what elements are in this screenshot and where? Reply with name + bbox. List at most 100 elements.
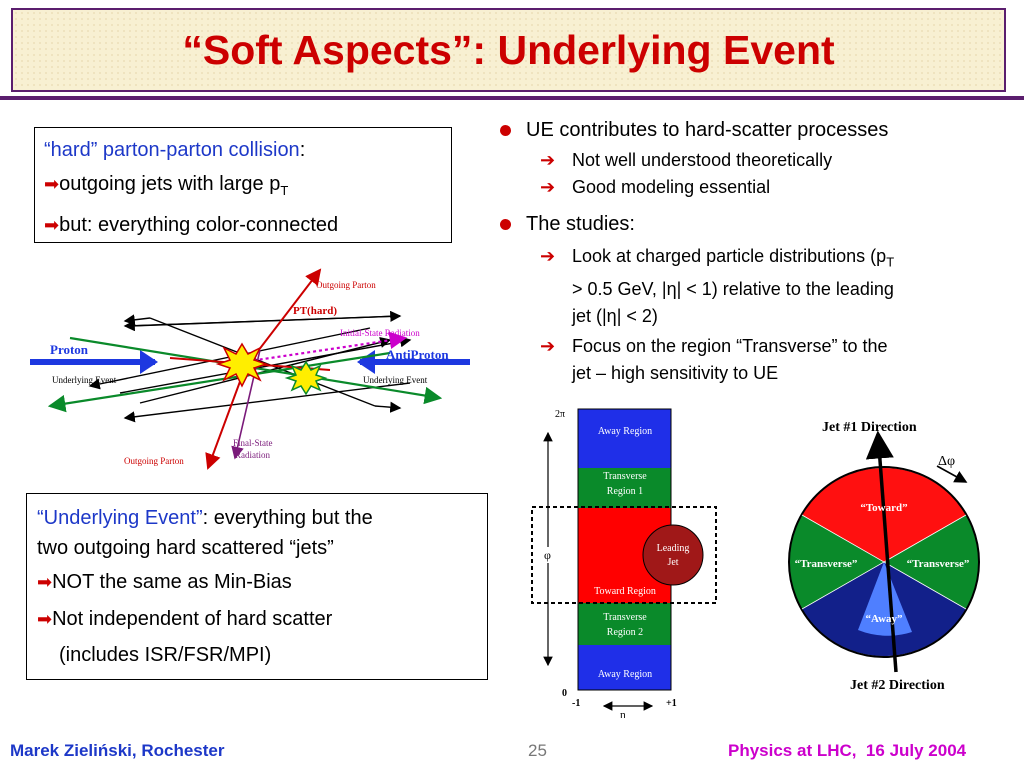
circle-outline — [788, 466, 980, 658]
box1-line1: “hard” parton-parton collision: — [44, 133, 451, 167]
transverse-sector-left — [789, 515, 884, 609]
label-minus-one: -1 — [572, 698, 580, 709]
label-transverse1-b: Region 1 — [607, 486, 643, 497]
box1-line1-highlight: “hard” parton-parton collision — [44, 139, 300, 161]
transverse-sector-right — [884, 515, 979, 609]
label-zero: 0 — [562, 688, 567, 699]
sector-divider — [801, 514, 967, 610]
eta-phi-diagram: 2π φ 0 -1 +1 η Away Region Transverse Re… — [531, 408, 717, 718]
label-transverse1-a: Transverse — [603, 471, 647, 482]
label-away: “Away” — [865, 613, 902, 625]
leading-jet-circle — [642, 524, 704, 586]
collision-diagram: Outgoing Parton PT(hard) Initial-State R… — [30, 268, 470, 470]
away-region-top — [578, 409, 671, 468]
box1-line2: ➡outgoing jets with large pT — [44, 167, 451, 208]
bullet-1-sub-2: ➔ Good modeling essential — [496, 174, 1016, 201]
box2-line3-text: NOT the same as Min-Bias — [52, 571, 292, 593]
bullet-2-text: The studies: — [526, 213, 635, 235]
box1-line2-sub: T — [280, 183, 289, 198]
arrow-icon: ➔ — [540, 246, 556, 266]
outgoing-parton-bottom-line — [205, 367, 246, 470]
label-jet1: Jet #1 Direction — [822, 420, 917, 435]
label-jet2: Jet #2 Direction — [850, 678, 945, 693]
box2-line2: two outgoing hard scattered “jets” — [37, 537, 334, 559]
away-region-bottom — [578, 645, 671, 690]
label-ue-right: Underlying Event — [363, 375, 428, 385]
title-banner: “Soft Aspects”: Underlying Event — [11, 8, 1006, 92]
label-away-top: Away Region — [598, 426, 652, 437]
label-away-bottom: Away Region — [598, 669, 652, 680]
box1-line1-end: : — [299, 139, 306, 161]
box2-line3: ➡NOT the same as Min-Bias — [37, 563, 487, 601]
arrow-icon: ➔ — [540, 150, 556, 170]
label-phi: φ — [544, 548, 551, 562]
collision-burst-icon — [215, 342, 269, 388]
bullet-dot-icon — [500, 125, 511, 136]
bullet-dot-icon — [500, 219, 511, 230]
box2-line1-rest: : everything but the — [202, 507, 373, 529]
footer-event: Physics at LHC, 16 July 2004 — [728, 741, 967, 760]
bullet-1-sub-1: ➔ Not well understood theoretically — [496, 147, 1016, 174]
bullet-2: The studies: — [496, 209, 1016, 239]
bullet-1-text: UE contributes to hard-scatter processes — [526, 119, 889, 141]
label-leading-b: Jet — [667, 557, 678, 568]
label-plus-one: +1 — [666, 698, 677, 709]
arrow-icon: ➡ — [44, 215, 60, 235]
label-antiproton: AntiProton — [386, 347, 449, 362]
bullet-2-sub-1-a: Look at charged particle distributions (… — [572, 246, 887, 266]
label-ue-left: Underlying Event — [52, 375, 117, 385]
label-leading-a: Leading — [657, 543, 690, 554]
bullet-2-sub-1-c: jet (|η| < 2) — [572, 305, 658, 326]
label-eta: η — [620, 709, 626, 718]
transverse-region-1 — [578, 468, 671, 508]
label-transverse2-b: Region 2 — [607, 627, 643, 638]
label-proton: Proton — [50, 342, 89, 357]
bullet-2-sub-1: ➔ Look at charged particle distributions … — [496, 243, 1016, 330]
bullet-2-sub-2-b: jet – high sensitivity to UE — [572, 362, 779, 383]
footer-author: Marek Zieliński, Rochester — [10, 741, 225, 760]
label-toward: “Toward” — [860, 502, 907, 514]
jet-direction-line — [865, 430, 898, 673]
label-two-pi: 2π — [555, 409, 565, 420]
box2-line1-highlight: “Underlying Event” — [37, 507, 203, 529]
label-transverse-right: “Transverse” — [907, 558, 970, 570]
dashed-frame — [531, 506, 717, 604]
arrow-icon: ➡ — [37, 609, 53, 629]
box1-line3: ➡but: everything color-connected — [44, 208, 451, 242]
delta-phi-arrow — [936, 465, 968, 483]
bullet-2-sub-2-a: Focus on the region “Transverse” to the — [572, 335, 888, 356]
bullet-2-sub-1-b: > 0.5 GeV, |η| < 1) relative to the lead… — [572, 278, 894, 299]
label-transverse2-a: Transverse — [603, 612, 647, 623]
box1-line3-text: but: everything color-connected — [59, 214, 339, 236]
label-fsr-2: Radiation — [235, 450, 270, 460]
arrow-icon: ➡ — [44, 174, 60, 194]
bullet-1-sub-1-text: Not well understood theoretically — [572, 150, 833, 170]
label-outgoing-parton-top: Outgoing Parton — [316, 280, 376, 290]
label-isr: Initial-State Radiation — [340, 328, 420, 338]
bullet-1-sub-2-text: Good modeling essential — [572, 177, 771, 197]
label-fsr-1: Final-State — [233, 438, 273, 448]
jet-region-circle-diagram: Jet #1 Direction Δφ “Toward” “Transverse… — [788, 420, 980, 693]
arrow-icon: ➡ — [37, 572, 53, 592]
box2-line4: ➡Not independent of hard scatter — [37, 601, 487, 637]
box2-line4-text: Not independent of hard scatter — [52, 608, 333, 630]
slide-title: “Soft Aspects”: Underlying Event — [182, 26, 835, 73]
arrow-icon: ➔ — [540, 335, 556, 356]
arrow-icon: ➔ — [540, 177, 556, 197]
bullet-1: UE contributes to hard-scatter processes — [496, 115, 1016, 145]
box1-line2-text: outgoing jets with large p — [59, 173, 281, 195]
underlying-event-box: “Underlying Event”: everything but the t… — [26, 493, 488, 680]
bullet-list: UE contributes to hard-scatter processes… — [496, 115, 1016, 387]
bullet-2-sub-2: ➔ Focus on the region “Transverse” to the… — [496, 333, 1016, 387]
title-divider — [0, 96, 1024, 100]
label-toward: Toward Region — [594, 586, 656, 597]
proton-arrowhead — [140, 350, 158, 374]
box2-line1: “Underlying Event”: everything but the — [37, 503, 487, 533]
away-highlight — [858, 562, 912, 636]
footer-page-number: 25 — [528, 741, 547, 760]
bullet-2-sub-1-sub: T — [886, 254, 895, 270]
collision-burst-icon — [284, 360, 328, 396]
transverse-region-2 — [578, 603, 671, 645]
label-pt-hard: PT(hard) — [293, 305, 337, 317]
label-outgoing-parton-bottom: Outgoing Parton — [124, 456, 184, 466]
